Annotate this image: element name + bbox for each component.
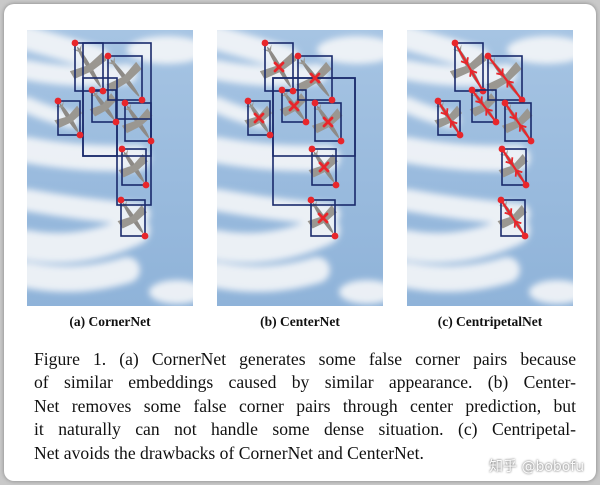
figure-card: (a) CornerNet (b) CenterNet (c) Centripe… bbox=[4, 4, 596, 481]
panel-label-centernet: (b) CenterNet bbox=[217, 314, 383, 330]
keypoint-marker bbox=[139, 97, 146, 104]
illustration-svg bbox=[217, 30, 383, 306]
panel-label-centripetalnet: (c) CentripetalNet bbox=[407, 314, 573, 330]
panel-label-cornernet: (a) CornerNet bbox=[27, 314, 193, 330]
keypoint-marker bbox=[528, 138, 535, 145]
panel-cornernet bbox=[27, 30, 193, 306]
keypoint-marker bbox=[55, 98, 62, 105]
keypoint-marker bbox=[333, 182, 340, 189]
keypoint-marker bbox=[338, 138, 345, 145]
keypoint-marker bbox=[143, 182, 150, 189]
keypoint-marker bbox=[329, 97, 336, 104]
keypoint-marker bbox=[279, 87, 286, 94]
keypoint-marker bbox=[148, 138, 155, 145]
keypoint-marker bbox=[262, 40, 269, 47]
keypoint-marker bbox=[290, 88, 297, 95]
panel-centernet bbox=[217, 30, 383, 306]
keypoint-marker bbox=[435, 98, 442, 105]
keypoint-marker bbox=[72, 40, 79, 47]
keypoint-marker bbox=[502, 100, 509, 107]
keypoint-marker bbox=[485, 53, 492, 60]
keypoint-marker bbox=[309, 146, 316, 153]
illustration-svg bbox=[27, 30, 193, 306]
keypoint-marker bbox=[312, 100, 319, 107]
keypoint-marker bbox=[308, 197, 315, 204]
keypoint-marker bbox=[480, 88, 487, 95]
keypoint-marker bbox=[119, 146, 126, 153]
figure-caption: Figure 1. (a) CornerNet generates some f… bbox=[34, 348, 576, 465]
keypoint-marker bbox=[303, 119, 310, 126]
caption-line: Figure 1. (a) CornerNet generates some f… bbox=[34, 348, 576, 371]
panel-centripetalnet bbox=[407, 30, 573, 306]
keypoint-marker bbox=[105, 53, 112, 60]
keypoint-marker bbox=[295, 53, 302, 60]
keypoint-marker bbox=[332, 233, 339, 240]
caption-line: of similar embeddings caused by similar … bbox=[34, 371, 576, 394]
keypoint-marker bbox=[118, 197, 125, 204]
keypoint-marker bbox=[245, 98, 252, 105]
watermark: 知乎 @bobofu bbox=[489, 456, 584, 476]
keypoint-marker bbox=[267, 132, 274, 139]
keypoint-marker bbox=[77, 132, 84, 139]
keypoint-marker bbox=[142, 233, 149, 240]
illustration-svg bbox=[407, 30, 573, 306]
keypoint-marker bbox=[469, 87, 476, 94]
keypoint-marker bbox=[523, 182, 530, 189]
keypoint-marker bbox=[499, 146, 506, 153]
caption-line: it naturally can not handle some dense s… bbox=[34, 418, 576, 441]
keypoint-marker bbox=[457, 132, 464, 139]
keypoint-marker bbox=[122, 100, 129, 107]
keypoint-marker bbox=[493, 119, 500, 126]
keypoint-marker bbox=[522, 233, 529, 240]
keypoint-marker bbox=[498, 197, 505, 204]
caption-line: Net removes some false corner pairs thro… bbox=[34, 395, 576, 418]
keypoint-marker bbox=[100, 88, 107, 95]
keypoint-marker bbox=[113, 119, 120, 126]
keypoint-marker bbox=[89, 87, 96, 94]
keypoint-marker bbox=[452, 40, 459, 47]
